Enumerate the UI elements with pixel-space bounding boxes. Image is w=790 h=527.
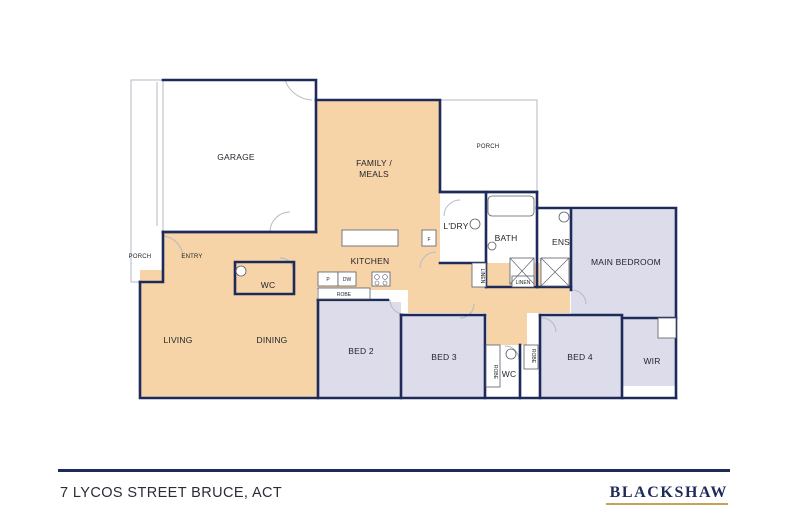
label-linen-1: LINEN: [479, 269, 485, 284]
property-address: 7 LYCOS STREET BRUCE, ACT: [60, 485, 283, 501]
kitchen-door-swing: [419, 251, 437, 269]
bed4-area: [540, 315, 622, 398]
cooktop: [371, 271, 391, 287]
bedroom-zone: [318, 210, 676, 398]
footer-divider: [58, 469, 730, 472]
wc-main-box: [233, 260, 296, 296]
mainbed-door-swing: [571, 289, 587, 305]
label-bed3: BED 3: [431, 352, 457, 362]
label-entry: ENTRY: [181, 254, 202, 260]
room-labels: GARAGE FAMILY / MEALS PORCH PORCH ENTRY …: [129, 144, 661, 379]
label-bed4: BED 4: [567, 352, 593, 362]
garage-inner-door-swing: [269, 211, 291, 233]
label-robe-bed4: ROBE: [530, 349, 536, 364]
linen-1-rect: [471, 262, 487, 288]
burner-2: [382, 274, 388, 280]
label-family-line2: MEALS: [359, 169, 389, 179]
label-kitchen: KITCHEN: [351, 256, 390, 266]
laundry-door-swing: [443, 199, 461, 217]
cooktop-burners: [374, 274, 388, 286]
fridge-box: [421, 229, 437, 247]
bed4-top-wall: [538, 313, 624, 400]
label-porch-top: PORCH: [477, 144, 500, 150]
label-wir: WIR: [643, 356, 660, 366]
left-porch-outline: [130, 79, 164, 283]
bath-basin: [487, 241, 497, 251]
robe-bed3-rect: [485, 344, 501, 388]
robe-kitchen-rect: [317, 287, 371, 300]
label-bath: BATH: [495, 233, 518, 243]
label-robe-bed3: ROBE: [492, 365, 498, 380]
burner-3: [374, 280, 380, 286]
bathtub: [487, 195, 535, 217]
label-bed2: BED 2: [348, 346, 374, 356]
wir-shelf: [657, 317, 677, 339]
garage-walls: [161, 78, 318, 102]
brand-underline: [606, 503, 728, 505]
garage-door-swing: [284, 79, 313, 101]
bed2-area: [318, 302, 401, 398]
label-main-bedroom: MAIN BEDROOM: [591, 257, 661, 267]
laundry-tub: [469, 218, 481, 230]
wc-small-pan: [505, 348, 517, 360]
walls: [138, 78, 678, 400]
shower-crosses: [509, 257, 570, 287]
label-pantry: P: [326, 277, 330, 283]
ens-basin: [558, 211, 570, 223]
bench-dw: [337, 271, 357, 287]
top-porch-outline: [440, 99, 538, 192]
label-wc-small: WC: [502, 369, 517, 379]
label-living: LIVING: [163, 335, 192, 345]
label-dining: DINING: [257, 335, 288, 345]
label-fridge: F: [427, 237, 430, 243]
entry-door-swing: [162, 235, 184, 259]
bed4-door-swing: [541, 317, 557, 333]
main-bedroom-area: [571, 210, 676, 318]
living-dining-area: [140, 270, 317, 398]
label-garage: GARAGE: [217, 152, 255, 162]
wc-main-pan: [235, 265, 247, 277]
outer-bottom-wall: [138, 280, 678, 400]
ens-shower-x2: [540, 257, 570, 287]
label-ensuite: ENS: [552, 237, 570, 247]
label-wc-main: WC: [261, 280, 276, 290]
label-porch-left: PORCH: [129, 254, 152, 260]
fixture-labels: P DW ROBE F LINEN LINEN ROBE ROBE: [326, 237, 536, 380]
label-laundry: L'DRY: [443, 221, 468, 231]
burner-1: [374, 274, 380, 280]
brand-logo: BLACKSHAW: [609, 484, 728, 501]
label-linen-2: LINEN: [516, 280, 531, 286]
kitchen-island: [341, 229, 399, 247]
hall-branch-area: [487, 305, 527, 345]
left-outer-wall: [138, 230, 165, 284]
bed3-area: [401, 315, 485, 398]
robe-bed4-rect: [523, 344, 539, 370]
label-robe-kitchen: ROBE: [337, 292, 352, 298]
burner-4: [382, 280, 388, 286]
label-dishwasher: DW: [343, 277, 352, 283]
label-family-line1: FAMILY /: [356, 158, 392, 168]
shower-x2: [509, 257, 535, 285]
